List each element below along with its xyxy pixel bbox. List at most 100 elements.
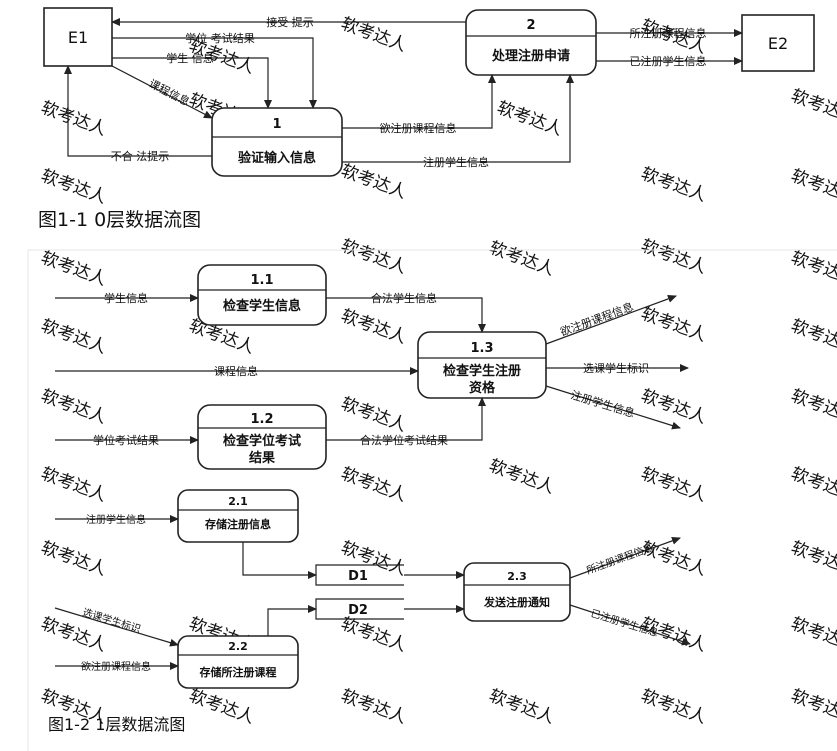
process-2-name: 处理注册申请: [491, 48, 570, 64]
process-1[interactable]: [211, 107, 343, 177]
watermark: 软考达人: [638, 686, 709, 728]
watermark: 软考达人: [338, 236, 409, 278]
watermark: 软考达人: [38, 166, 109, 208]
process-1-1-number: 1.1: [250, 273, 273, 288]
flow-l1-reg-student: [545, 385, 681, 430]
process-2-3-number: 2.3: [507, 570, 527, 583]
flow-want-course: [342, 74, 496, 129]
figure-1-1-caption: 图1-1 0层数据流图: [38, 209, 201, 231]
flow-course-info-label: 课程信息: [147, 76, 193, 108]
figure-1-1-level0-dfd: E1 E2 1 验证输入信息 2 处理注册申请 接受 提示 学位 考试结果 学生…: [38, 7, 815, 231]
process-2-3[interactable]: [463, 562, 571, 622]
process-1-2-number: 1.2: [250, 412, 273, 427]
watermark: 软考达人: [638, 386, 709, 428]
watermark: 软考达人: [38, 386, 109, 428]
watermark: 软考达人: [788, 386, 837, 428]
process-1-2-name-line1: 检查学位考试: [223, 433, 301, 449]
flow-l1-degree-result-label: 学位考试结果: [93, 433, 159, 447]
watermark: 软考达人: [38, 464, 109, 506]
watermark: 软考达人: [338, 614, 409, 656]
flow-l1-reg-student-label: 注册学生信息: [569, 387, 636, 420]
process-1-name: 验证输入信息: [238, 150, 316, 166]
flow-l1-want-course: [545, 295, 677, 345]
flow-reg-student-label: 注册学生信息: [423, 155, 489, 169]
flow-degree-result-label: 学位 考试结果: [185, 31, 255, 45]
entity-e2[interactable]: [741, 14, 815, 72]
watermark: 软考达人: [638, 464, 709, 506]
watermark: 软考达人: [338, 161, 409, 203]
flow-l1-legal-degree-result: [326, 397, 486, 441]
entity-e1[interactable]: [43, 7, 113, 67]
flow-l1-legal-degree-result-label: 合法学位考试结果: [360, 433, 448, 447]
process-2-2-name: 存储所注册课程: [200, 665, 277, 679]
process-2-number: 2: [526, 18, 535, 33]
flow-l1-student-info-label: 学生信息: [104, 291, 148, 305]
flow-reg-courses-label: 所注册课程信息: [630, 26, 707, 40]
process-2[interactable]: [465, 9, 597, 76]
process-1-3-name-line2: 资格: [469, 380, 496, 396]
data-store-d2-label: D2: [348, 603, 368, 618]
watermark: 软考达人: [788, 166, 837, 208]
flow-l1-registered-students-out: [569, 604, 691, 646]
process-2-1-name: 存储注册信息: [205, 517, 271, 531]
watermark: 软考达人: [788, 464, 837, 506]
data-store-d1-label: D1: [348, 569, 368, 584]
watermark: 软考达人: [494, 98, 565, 140]
process-1-number: 1: [272, 117, 281, 132]
watermark: 软考达人: [486, 686, 557, 728]
flow-illegal-hint: [64, 65, 212, 157]
flow-l1-p22-to-d2: [267, 605, 317, 636]
process-1-1-name: 检查学生信息: [223, 298, 301, 314]
flow-l1-reg-student-in-label: 注册学生信息: [86, 513, 146, 526]
watermark: 软考达人: [338, 394, 409, 436]
process-2-3-name: 发送注册通知: [483, 595, 550, 609]
flow-l1-reg-courses-out: [569, 536, 681, 579]
watermark: 软考达人: [788, 538, 837, 580]
watermark: 软考达人: [788, 86, 837, 128]
flow-reg-student: [342, 74, 574, 163]
entity-e1-label: E1: [68, 28, 88, 47]
watermark: 软考达人: [38, 538, 109, 580]
watermark: 软考达人: [788, 614, 837, 656]
process-1-2-name-line2: 结果: [249, 450, 275, 466]
flow-l1-select-student-id-label: 选课学生标识: [583, 361, 649, 375]
watermark: 软考达人: [38, 248, 109, 290]
watermark: 软考达人: [638, 164, 709, 206]
flow-l1-legal-student-info: [326, 297, 486, 333]
watermark: 软考达人: [338, 686, 409, 728]
flow-l1-want-course-in-label: 欲注册课程信息: [81, 660, 151, 673]
flow-illegal-hint-label: 不合 法提示: [111, 149, 170, 163]
flow-course-info: [111, 65, 213, 119]
watermark: 软考达人: [788, 248, 837, 290]
watermark: 软考达人: [638, 236, 709, 278]
watermark: 软考达人: [38, 98, 109, 140]
flow-want-course-label: 欲注册课程信息: [380, 121, 457, 135]
flow-registered-students-label: 已注册学生信息: [630, 54, 707, 68]
watermark: 软考达人: [338, 306, 409, 348]
process-2-1-number: 2.1: [228, 495, 248, 508]
flow-l1-course-info-label: 课程信息: [214, 364, 258, 378]
figure-1-2-caption: 图1-2 1层数据流图: [48, 715, 185, 734]
watermark: 软考达人: [186, 686, 257, 728]
flow-l1-legal-student-info-label: 合法学生信息: [371, 291, 437, 305]
flow-accept-hint-label: 接受 提示: [266, 16, 314, 29]
flow-l1-want-course-label: 欲注册课程信息: [558, 299, 635, 338]
watermark: 软考达人: [788, 316, 837, 358]
watermark: 软考达人: [38, 316, 109, 358]
watermark: 软考达人: [788, 686, 837, 728]
watermark: 软考达人: [486, 238, 557, 280]
flow-l1-p21-to-d1: [242, 542, 317, 579]
watermark: 软考达人: [486, 456, 557, 498]
flow-student-info-label: 学生 信息: [166, 51, 214, 65]
flow-degree-result: [112, 37, 317, 109]
process-2-2-number: 2.2: [228, 640, 248, 653]
flow-l1-select-student-id-in: [54, 607, 179, 647]
flow-student-info: [112, 57, 272, 109]
watermark: 软考达人: [338, 14, 409, 56]
watermark: 软考达人: [338, 464, 409, 506]
process-1-3-number: 1.3: [470, 341, 493, 356]
watermark: 软考达人: [638, 304, 709, 346]
entity-e2-label: E2: [768, 34, 788, 53]
process-1-3-name-line1: 检查学生注册: [443, 363, 521, 379]
